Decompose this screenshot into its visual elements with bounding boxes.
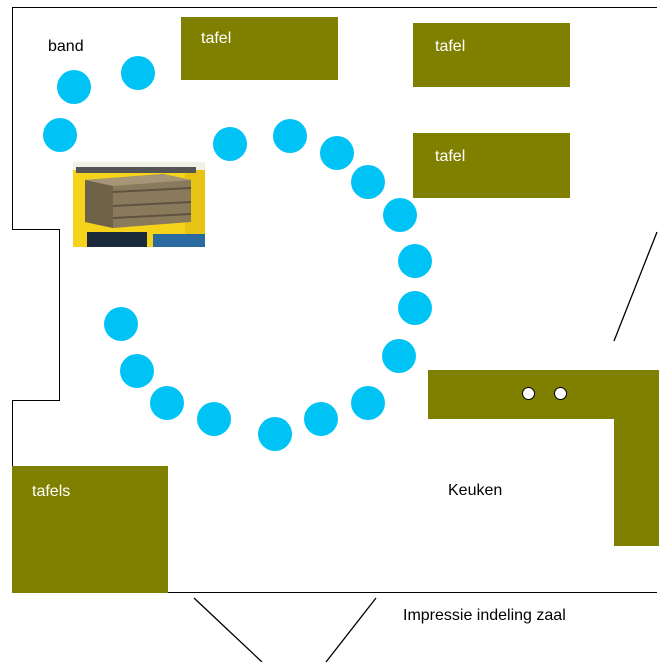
entrance-line-right <box>325 597 377 662</box>
table-label: tafel <box>435 38 466 55</box>
table-label: tafel <box>201 30 232 47</box>
chair <box>351 386 385 420</box>
kitchen-label: Keuken <box>448 482 503 499</box>
caption: Impressie indeling zaal <box>403 607 566 624</box>
table-top-right: tafel <box>413 23 570 87</box>
chair <box>351 165 385 199</box>
crate-icon <box>73 162 205 247</box>
chair <box>150 386 184 420</box>
chair <box>382 339 416 373</box>
chair <box>320 136 354 170</box>
table-top-left: tafel <box>181 17 338 80</box>
chair <box>213 127 247 161</box>
chair <box>104 307 138 341</box>
table-mid-right: tafel <box>413 133 570 198</box>
table-label: tafel <box>435 148 466 165</box>
table-label: tafels <box>32 483 71 500</box>
band-label: band <box>48 38 84 55</box>
chair <box>273 119 307 153</box>
chair <box>258 417 292 451</box>
chair <box>121 56 155 90</box>
burner-icon <box>554 387 567 400</box>
entrance-line-left <box>193 597 263 662</box>
wall-line-right <box>613 231 658 342</box>
chair <box>304 402 338 436</box>
wooden-crate-image <box>73 162 205 247</box>
chair <box>57 70 91 104</box>
chair <box>43 118 77 152</box>
chair <box>120 354 154 388</box>
burner-icon <box>522 387 535 400</box>
kitchen-counter-vertical <box>614 370 659 546</box>
chair <box>197 402 231 436</box>
chair <box>398 244 432 278</box>
stage-outline <box>12 229 60 401</box>
chair <box>383 198 417 232</box>
tables-bottom-left: tafels <box>12 466 168 593</box>
chair <box>398 291 432 325</box>
